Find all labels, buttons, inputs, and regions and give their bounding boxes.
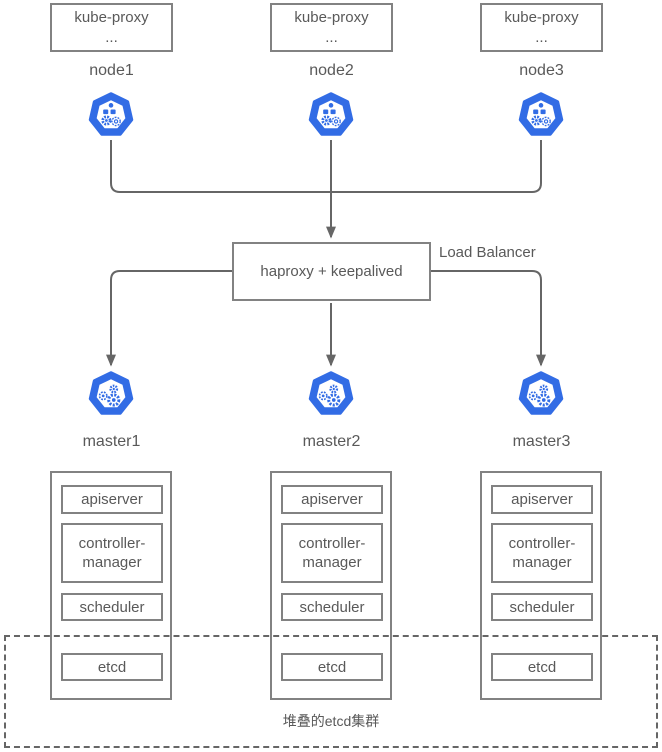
kubernetes-master-icon xyxy=(308,371,354,415)
scheduler-box: scheduler xyxy=(491,593,593,621)
controller-manager-box: controller-manager xyxy=(281,523,383,583)
controller-manager-box: controller-manager xyxy=(491,523,593,583)
master2-label: master2 xyxy=(302,433,361,450)
kubernetes-node-icon xyxy=(88,92,134,136)
kube-proxy-box-node2: kube-proxy ... xyxy=(270,3,393,52)
kube-proxy-box-node1: kube-proxy ... xyxy=(50,3,173,52)
etcd-box: etcd xyxy=(61,653,163,681)
node2-label: node2 xyxy=(309,62,354,79)
scheduler-box: scheduler xyxy=(281,593,383,621)
load-balancer-annotation: Load Balancer xyxy=(439,244,536,261)
kube-proxy-label: kube-proxy xyxy=(504,8,579,26)
kubernetes-master-icon xyxy=(88,371,134,415)
apiserver-box: apiserver xyxy=(491,485,593,514)
node1-label: node1 xyxy=(89,62,134,79)
etcd-box: etcd xyxy=(491,653,593,681)
wire-node1-merge xyxy=(110,140,330,193)
ellipsis-label: ... xyxy=(105,28,118,46)
apiserver-box: apiserver xyxy=(281,485,383,514)
master1-label: master1 xyxy=(82,433,141,450)
load-balancer-box: haproxy + keepalived xyxy=(232,242,431,301)
master1-components-box: apiserver controller-manager scheduler e… xyxy=(50,471,172,700)
node3-label: node3 xyxy=(519,62,564,79)
kubernetes-node-icon xyxy=(518,92,564,136)
wire-lb-to-master1 xyxy=(106,270,232,367)
scheduler-box: scheduler xyxy=(61,593,163,621)
ellipsis-label: ... xyxy=(535,28,548,46)
wire-lb-to-master3 xyxy=(431,270,546,367)
apiserver-box: apiserver xyxy=(61,485,163,514)
ellipsis-label: ... xyxy=(325,28,338,46)
kube-proxy-label: kube-proxy xyxy=(294,8,369,26)
master3-label: master3 xyxy=(512,433,571,450)
master2-components-box: apiserver controller-manager scheduler e… xyxy=(270,471,392,700)
controller-manager-box: controller-manager xyxy=(61,523,163,583)
kubernetes-node-icon xyxy=(308,92,354,136)
load-balancer-title: haproxy + keepalived xyxy=(260,262,403,280)
master3-components-box: apiserver controller-manager scheduler e… xyxy=(480,471,602,700)
kube-proxy-label: kube-proxy xyxy=(74,8,149,26)
kubernetes-master-icon xyxy=(518,371,564,415)
wire-node3-merge xyxy=(332,140,542,193)
kube-proxy-box-node3: kube-proxy ... xyxy=(480,3,603,52)
etcd-box: etcd xyxy=(281,653,383,681)
stacked-etcd-cluster-label: 堆叠的etcd集群 xyxy=(282,713,380,729)
